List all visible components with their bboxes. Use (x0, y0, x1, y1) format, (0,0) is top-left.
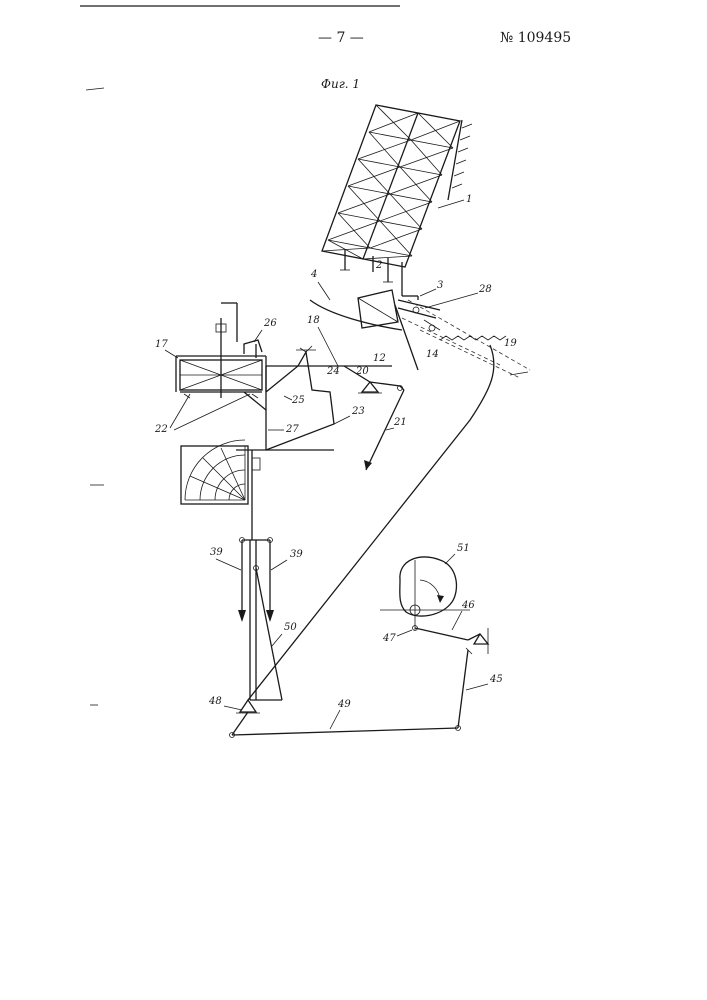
leader-22a (170, 394, 190, 428)
label-39-left: 39 (210, 547, 223, 558)
label-21: 21 (393, 417, 407, 428)
label-20: 20 (355, 366, 369, 377)
leader-3 (420, 289, 436, 296)
label-48: 48 (208, 696, 222, 707)
weighing-box (176, 303, 266, 398)
label-24: 24 (326, 366, 340, 377)
lever-system (236, 346, 404, 470)
leader-47 (397, 630, 412, 636)
label-22: 22 (154, 424, 168, 435)
label-12: 12 (373, 353, 386, 364)
label-23: 23 (351, 406, 365, 417)
label-28: 28 (478, 284, 492, 295)
label-49: 49 (337, 699, 351, 710)
label-25: 25 (291, 395, 305, 406)
leader-18 (318, 327, 338, 366)
label-14: 14 (426, 349, 439, 360)
leader-39-right (271, 560, 287, 570)
chute-assembly (310, 290, 530, 378)
rod-linkage (230, 345, 494, 738)
leader-21 (386, 428, 394, 430)
leader-39-left (216, 559, 241, 570)
label-1: 1 (466, 194, 472, 205)
leader-50 (272, 634, 282, 646)
leader-4 (318, 282, 330, 300)
leader-1 (438, 200, 464, 208)
leader-49 (330, 710, 340, 729)
label-17: 17 (155, 339, 168, 350)
label-19: 19 (504, 338, 517, 349)
label-51: 51 (457, 543, 470, 554)
leader-25 (284, 396, 292, 400)
label-26: 26 (263, 318, 277, 329)
leader-28 (425, 293, 478, 308)
label-4: 4 (310, 269, 317, 280)
label-46: 46 (461, 600, 475, 611)
label-2: 2 (375, 260, 382, 271)
spring (440, 336, 506, 340)
leader-51 (445, 554, 455, 564)
leader-23 (334, 416, 350, 424)
margin-mark (86, 88, 104, 90)
label-45: 45 (489, 674, 503, 685)
label-50: 50 (284, 622, 297, 633)
label-3: 3 (437, 280, 443, 291)
label-39-right: 39 (290, 549, 303, 560)
leader-17 (165, 350, 178, 358)
label-47: 47 (382, 633, 396, 644)
label-27: 27 (285, 424, 299, 435)
label-18: 18 (307, 315, 320, 326)
inclined-truss (322, 105, 472, 300)
leader-48 (224, 706, 242, 710)
leader-46 (452, 611, 462, 630)
leader-22b (174, 394, 250, 430)
quadrant-dial (181, 440, 260, 504)
leader-45 (466, 684, 488, 690)
